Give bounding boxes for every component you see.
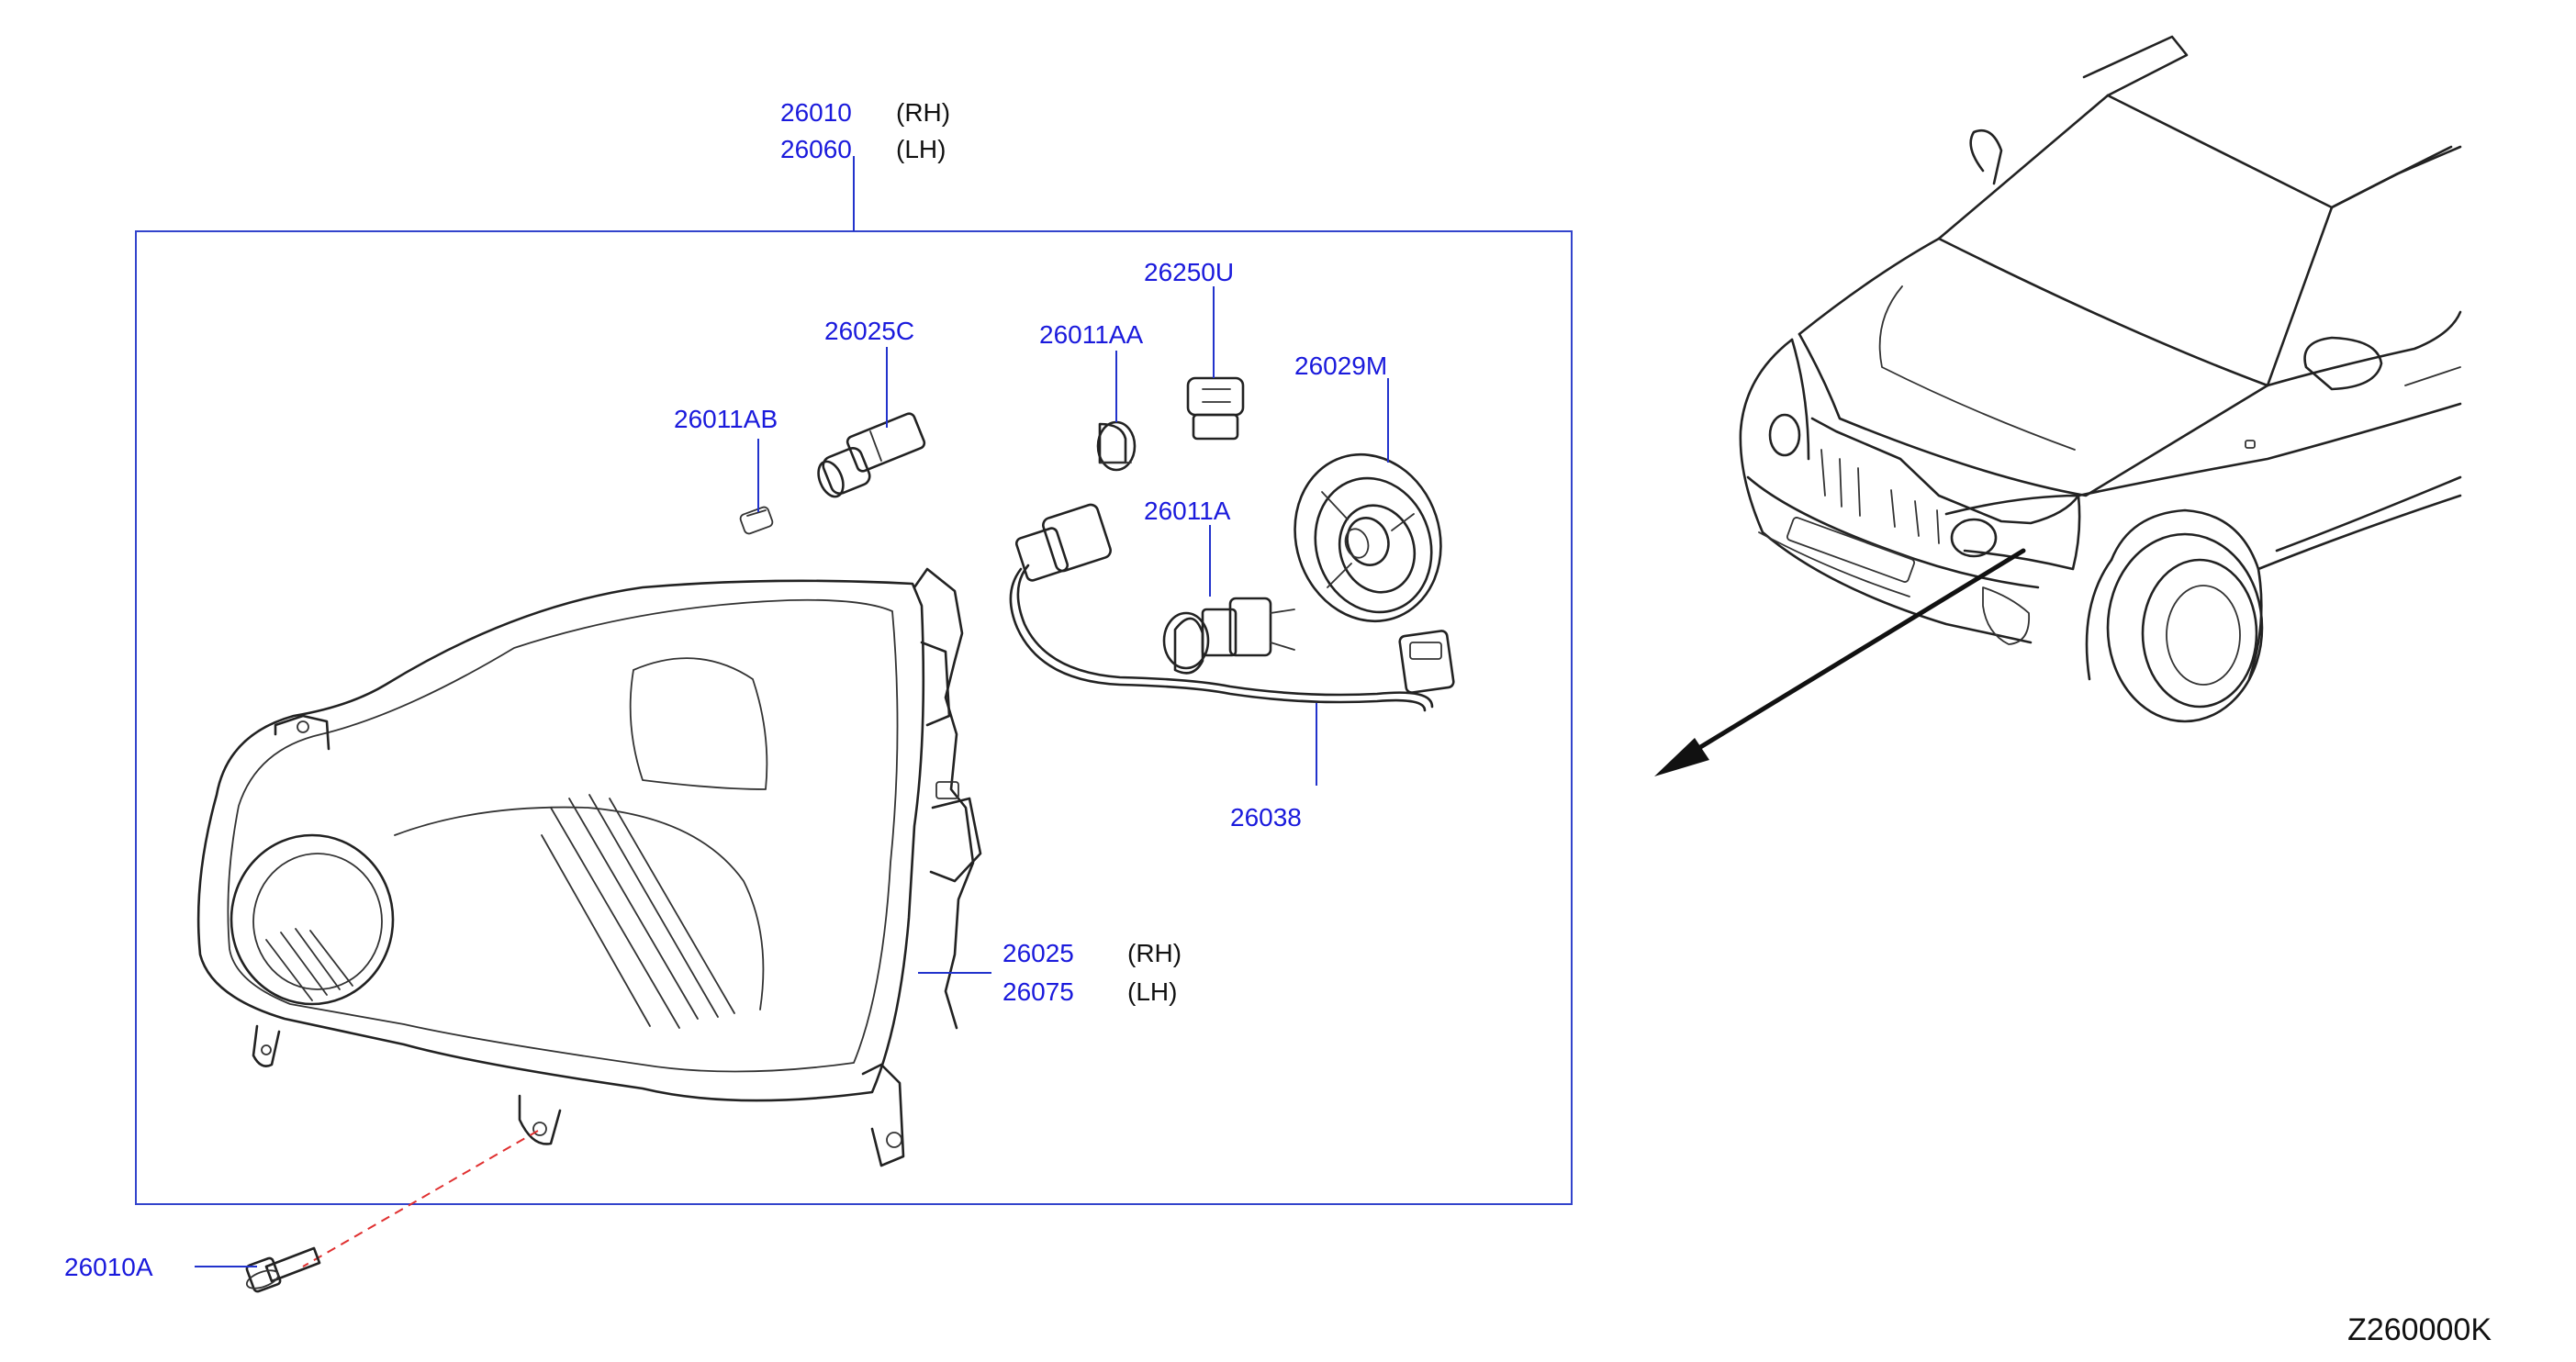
part-number-26029m[interactable]: 26029M [1294,352,1387,380]
part-number-26011aa[interactable]: 26011AA [1039,320,1143,349]
mounting-bolt-26010a [245,1246,321,1293]
part-number-26010[interactable]: 26010 [780,98,852,127]
part-number-26075[interactable]: 26075 [1002,977,1074,1006]
vehicle-front-view [1739,35,2462,723]
wiring-harness-26038 [1009,503,1455,712]
small-bulb-26011ab [739,506,774,535]
part-number-26060[interactable]: 26060 [780,135,852,163]
part-number-26011ab[interactable]: 26011AB [674,405,778,433]
part-number-26250u[interactable]: 26250U [1144,258,1234,286]
socket-26250u [1186,376,1245,441]
side-label-housing-rh: (RH) [1127,939,1182,967]
rear-cap-26029m [1294,452,1442,623]
side-label-rh: (RH) [896,98,950,127]
headlamp-housing [196,567,982,1167]
side-label-housing-lh: (LH) [1127,977,1177,1006]
bulb-26011aa [1096,420,1137,472]
part-number-26011a[interactable]: 26011A [1144,497,1231,525]
side-label-lh: (LH) [896,135,946,163]
socket-26025c [817,412,926,498]
location-arrow [1654,548,2026,776]
part-number-26025c[interactable]: 26025C [824,317,914,345]
part-number-26038[interactable]: 26038 [1230,803,1302,832]
part-number-26025[interactable]: 26025 [1002,939,1074,967]
part-number-26010a[interactable]: 26010A [64,1253,153,1281]
main-bulb-26011a [1162,597,1295,675]
figure-code: Z260000K [2347,1312,2492,1347]
bolt-dashed-leader [302,1130,539,1267]
